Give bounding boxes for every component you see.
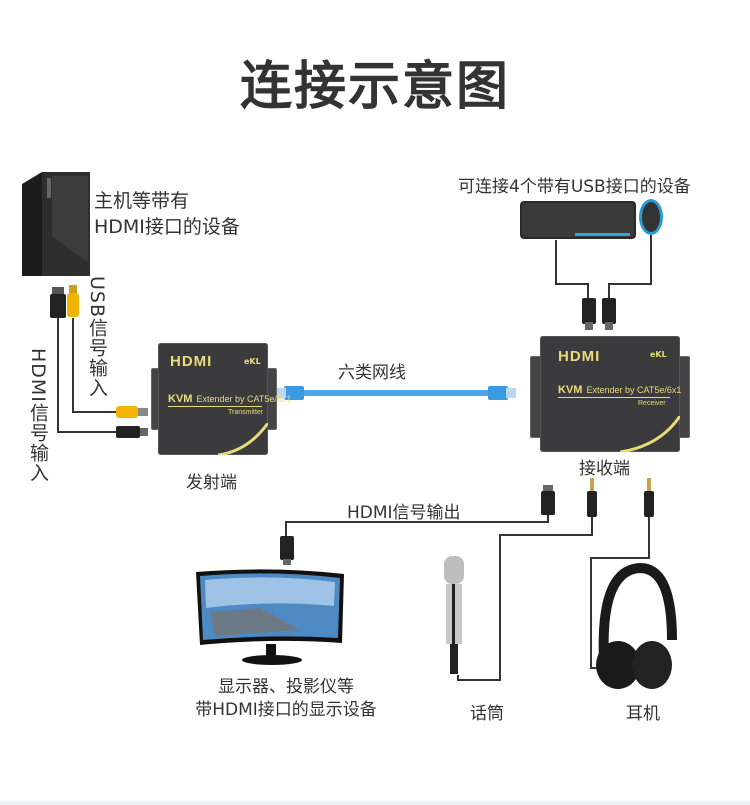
network-cable [276, 386, 516, 400]
hdmi-output-label: HDMI信号输出 [347, 503, 461, 523]
receiver-model: Extender by CAT5e/6x1 [586, 385, 682, 395]
host-label-line1: 主机等带有 [94, 190, 190, 212]
pc-tower-icon [22, 172, 90, 276]
transmitter-kvm-text: KVM [168, 393, 193, 405]
receiver-role-text: Receiver [638, 400, 666, 407]
usb-device-wires [555, 235, 652, 300]
headphones-icon [596, 562, 677, 689]
receiver-label: 接收端 [579, 459, 630, 479]
display-label: 显示器、投影仪等 带HDMI接口的显示设备 [186, 676, 386, 722]
microphone-label: 话筒 [470, 704, 504, 724]
headphones-label: 耳机 [626, 704, 660, 724]
display-label-line1: 显示器、投影仪等 [218, 677, 354, 697]
transmitter-hdmi-text: HDMI [170, 353, 213, 370]
hdmi-plug-icon [50, 287, 66, 318]
transmitter-brand-logo: eKL [244, 357, 261, 366]
keyboard-icon [520, 201, 636, 239]
receiver-kvm-text: KVM [558, 384, 583, 396]
host-label: 主机等带有 HDMI接口的设备 [94, 188, 240, 240]
hdmi-input-label: HDMI信号输入 [27, 348, 49, 483]
usb-devices-label: 可连接4个带有USB接口的设备 [458, 177, 691, 197]
hdmi-output-wire [285, 515, 549, 540]
receiver-brand-logo: eKL [650, 350, 667, 359]
monitor-icon [196, 569, 344, 665]
usb-plug-transmitter-icon [116, 406, 148, 418]
transmitter-model: Extender by CAT5e/6x1 [196, 394, 292, 404]
transmitter-role-text: Transmitter [228, 409, 264, 416]
cable-label: 六类网线 [338, 363, 406, 383]
usb-plug-icon [67, 285, 79, 317]
host-label-line2: HDMI接口的设备 [94, 216, 240, 238]
microphone-icon [444, 556, 464, 674]
display-label-line2: 带HDMI接口的显示设备 [195, 700, 377, 720]
transmitter-label: 发射端 [186, 473, 237, 493]
hdmi-plug-transmitter-icon [116, 426, 148, 438]
usb-input-label: USB信号输入 [86, 276, 108, 399]
audio-wires [457, 516, 650, 681]
bottom-divider [0, 801, 750, 805]
host-cables [57, 318, 118, 433]
page-title: 连接示意图 [239, 56, 510, 117]
audio-jack-icon [587, 478, 654, 517]
receiver-hdmi-text: HDMI [558, 348, 601, 365]
hdmi-plug-output-icon [280, 485, 555, 565]
mouse-icon [639, 199, 663, 235]
usb-plugs-receiver-icon [582, 298, 616, 330]
